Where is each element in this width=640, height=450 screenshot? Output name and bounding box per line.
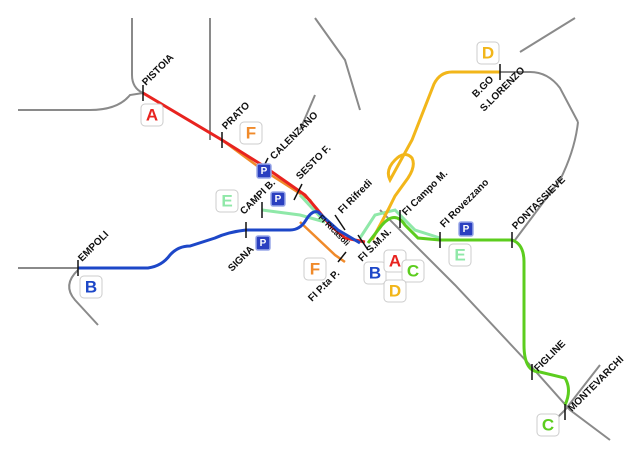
badge-line-e-campi: E [215,189,239,213]
badge-line-c-label: C [407,262,419,281]
station-signa: SIGNA [226,244,256,274]
rail-montevarchi-south [529,364,611,441]
line-b-route [78,210,361,270]
tick-smn [357,234,369,251]
badge-line-c-montevarchi: C [536,413,560,437]
badge-line-a-smn: A [383,249,407,273]
station-ticks [77,64,566,420]
rail-pistoia-west [18,92,144,111]
rail-borgo-east [500,71,579,123]
badge-line-a-label: A [389,252,401,271]
line-c-route [366,216,570,406]
parking-rovezzano: P [458,221,474,237]
badge-line-d-label: D [389,282,401,301]
parking-signa: P [255,235,271,251]
badge-line-b-label: B [85,278,97,297]
tick-rifredi [334,214,346,231]
rail-borgo-north [519,17,576,53]
rail-campo-marte-diag [379,209,531,366]
badge-line-a-label: A [146,106,158,125]
badge-line-e-label: E [221,192,232,211]
parking-label: P [260,238,267,249]
parking-campi: P [270,191,286,207]
line-e-campi [261,208,326,224]
rail-pontassieve-north [514,121,579,241]
badge-line-e-label: E [454,246,465,265]
line-d-route [370,70,500,241]
line-a-route [142,91,366,244]
rail-pistoia-north [131,18,144,94]
station-figline: FIGLINE [532,338,568,374]
line-f-porta-prato-branch [299,221,346,264]
rail-sesto-north [299,94,316,131]
line-e-main [298,193,327,224]
badge-line-a: A [140,103,164,127]
rail-northeast-tracks [314,17,361,111]
parking-label: P [275,194,282,205]
parking-label: P [261,166,268,177]
parking-calenzano: P [256,163,272,179]
tick-sesto [293,183,303,201]
badge-line-f-label: F [246,124,256,143]
station-montevarchi: MONTEVARCHI [566,354,626,414]
badge-line-f-label: F [310,260,320,279]
badge-line-e-rovezzano: E [448,243,472,267]
station-calenzano: CALENZANO [268,110,320,162]
badge-line-d-smn: D [383,279,407,303]
badge-line-b-smn: B [363,261,387,285]
station-empoli: EMPOLI [76,229,111,264]
station-rifredi: FI Rifredi [336,178,375,217]
badge-line-f-porta-prato: F [303,257,327,281]
station-pontassieve: PONTASSIEVE [510,174,568,232]
station-pistoia: PISTOIA [140,52,176,88]
badge-line-b-label: B [369,264,381,283]
badge-line-c-label: C [542,416,554,435]
tick-porta-prato [337,251,347,263]
line-e-smn-campo [358,208,441,240]
rail-empoli-south [68,269,99,326]
badge-line-d-borgo: D [476,41,500,65]
parking-label: P [463,224,470,235]
badge-line-b-empoli: B [79,275,103,299]
badge-line-f-prato: F [239,121,263,145]
line-e-route [261,193,441,240]
badge-line-c-smn: C [401,259,425,283]
station-sesto: SESTO F. [294,143,333,182]
badge-line-d-label: D [482,44,494,63]
